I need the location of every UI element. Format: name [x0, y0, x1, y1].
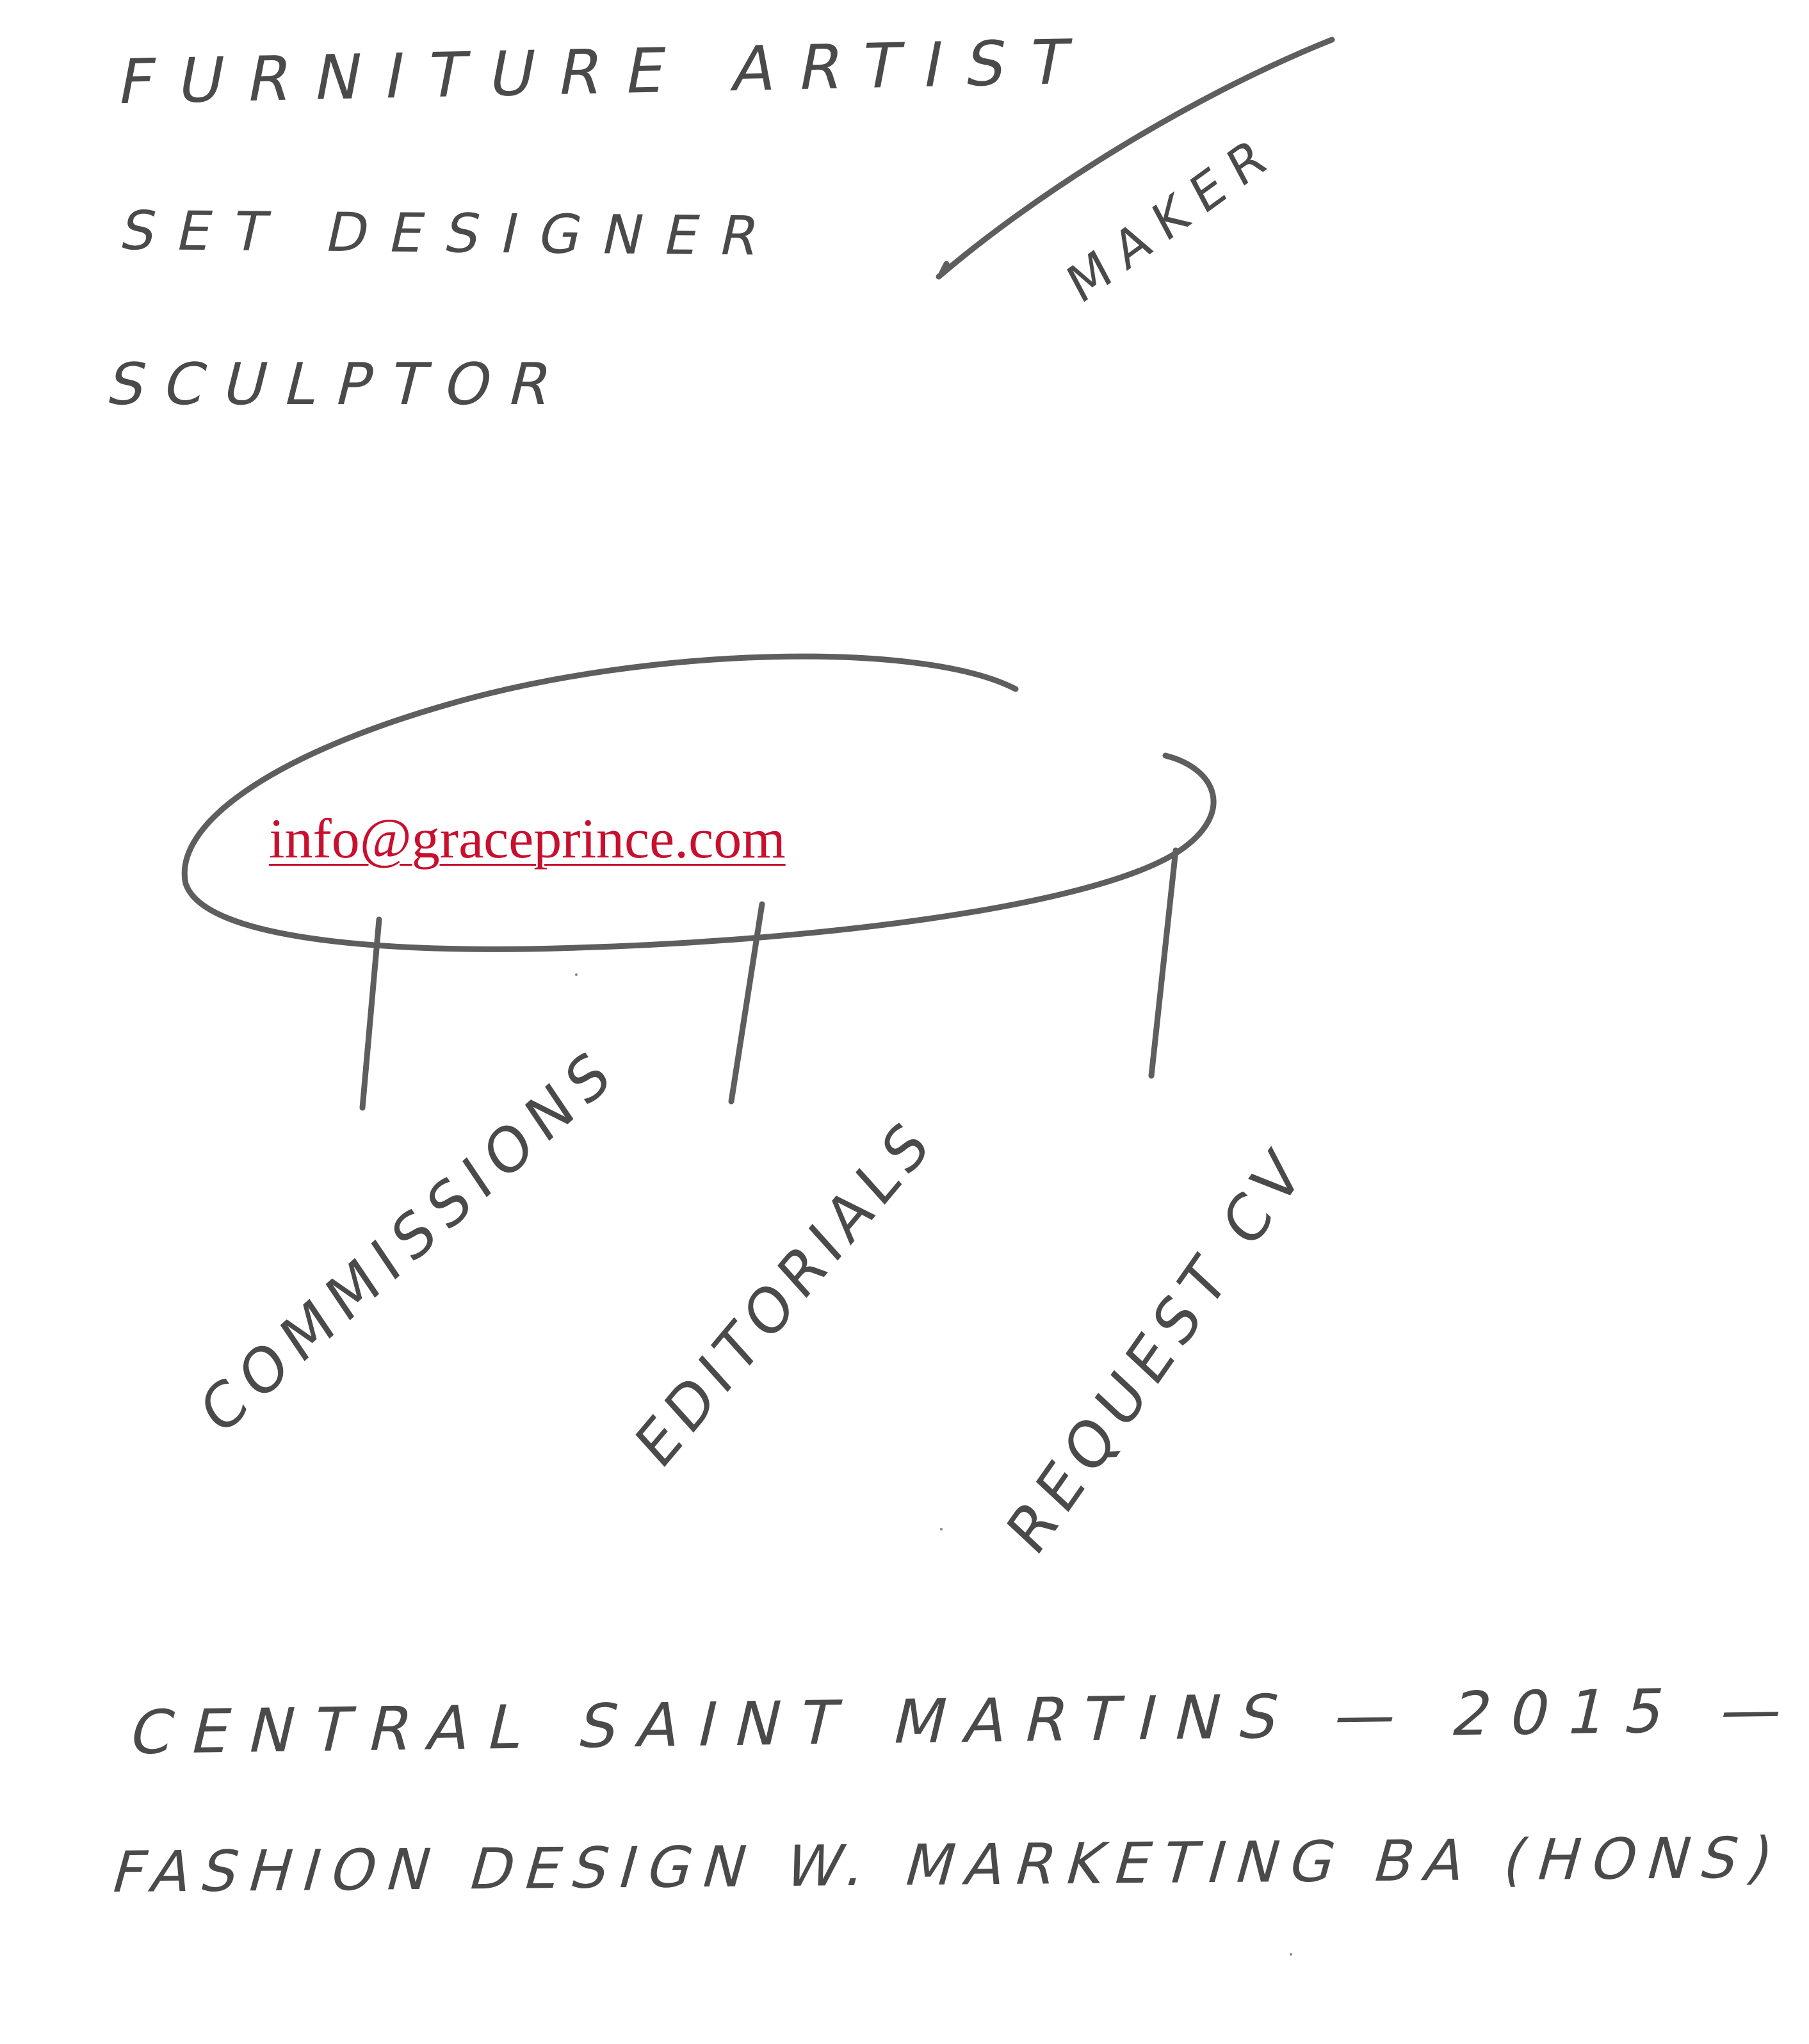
role-set-designer: SET DESIGNER	[115, 199, 788, 268]
paper-speck	[575, 973, 578, 976]
email-link[interactable]: info@graceprince.com	[269, 808, 786, 870]
table-leg-editorials	[728, 901, 765, 1105]
role-furniture-artist: FURNITURE ARTIST	[113, 26, 1099, 118]
role-maker: MAKER	[1059, 119, 1286, 316]
request-cv-link[interactable]: REQUEST CV	[995, 1130, 1320, 1569]
table-leg-request-cv	[1148, 847, 1179, 1079]
table-leg-commissions	[359, 916, 382, 1111]
footer-school: CENTRAL SAINT MARTINS — 2015 —	[123, 1675, 1809, 1769]
footer-degree: FASHION DESIGN W. MARKETING BA (Hons)	[104, 1824, 1792, 1906]
editorials-link[interactable]: EDITORIALS	[624, 1102, 946, 1482]
paper-speck	[1290, 1953, 1292, 1956]
commissions-link[interactable]: COMMISSIONS	[189, 1030, 629, 1449]
table-top	[181, 653, 1217, 952]
role-sculptor: SCULPTOR	[101, 351, 578, 418]
paper-speck	[940, 1528, 943, 1530]
